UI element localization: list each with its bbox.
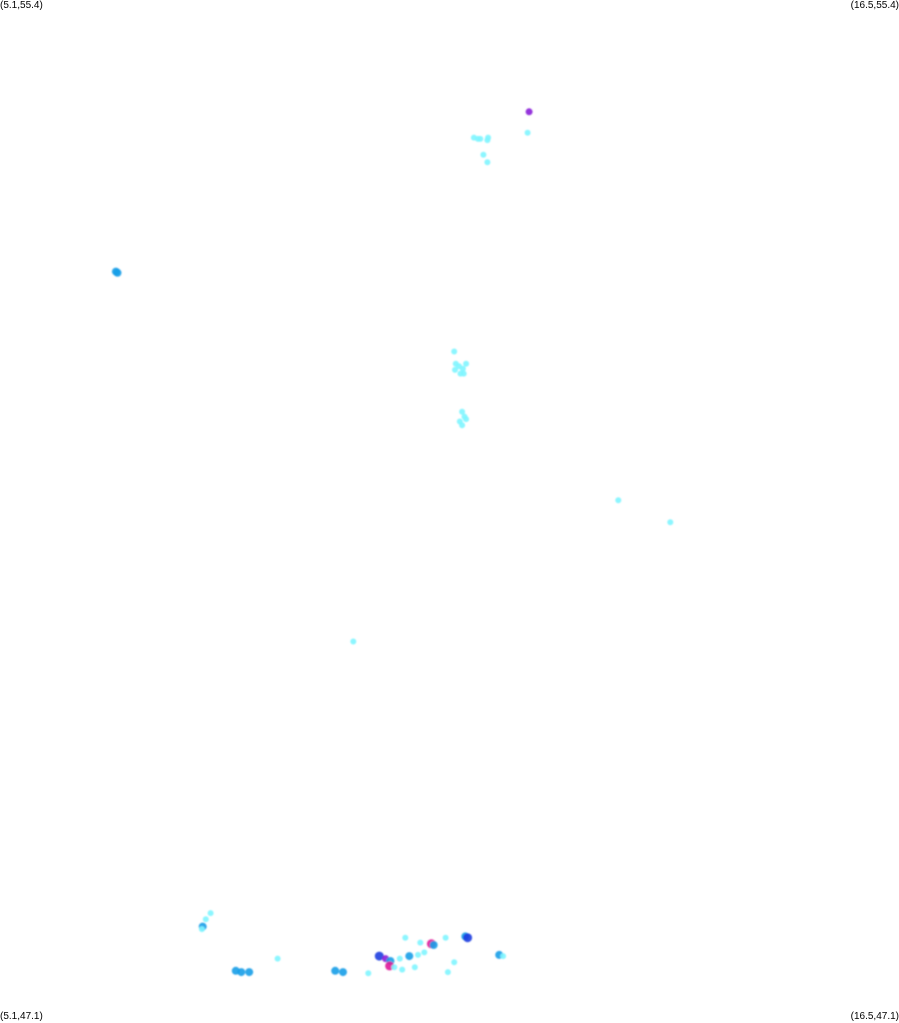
map-point-low [460,370,467,377]
map-point-low [207,910,214,917]
map-point-medium [237,968,246,977]
map-point-low [477,135,484,142]
map-point-low [459,422,466,429]
map-point-high [374,951,384,961]
map-point-low [417,939,424,946]
map-point-low [459,365,466,372]
map-point-medium [405,952,414,961]
map-point-medium [339,968,347,977]
map-point-low [485,134,492,141]
map-point-low [500,953,507,960]
map-point-low [391,964,398,971]
map-point-low [484,159,491,166]
map-point-low [524,129,531,136]
map-point-low [459,408,466,415]
map-point-low [463,416,470,423]
map-point-low [615,497,622,504]
map-point-very_high [525,108,533,116]
map-point-medium [113,268,122,277]
map-point-low [480,151,487,158]
corner-label-bottom-right: (16.5,47.1) [850,1011,899,1022]
map-point-high [463,933,473,943]
map-point-low [365,970,372,977]
map-point-low [463,360,470,367]
map-point-low [451,348,458,355]
map-point-low [202,916,209,923]
map-point-low [452,366,458,373]
map-point-low [667,519,674,526]
corner-label-top-right: (16.5,55.4) [850,0,899,11]
map-point-low [415,951,421,958]
map-point-low [442,934,449,941]
map-point-medium [429,941,438,949]
map-point-low [399,966,406,973]
corner-label-top-left: (5.1,55.4) [0,0,43,11]
map-point-low [198,926,205,933]
map-point-low [402,934,409,941]
map-point-low [421,949,428,956]
map-point-medium [331,966,340,975]
map-point-low [444,969,451,976]
map-point-low [274,955,281,962]
points-layer [111,108,674,977]
map-point-low [350,638,357,645]
map-point-low [396,955,403,962]
corner-label-bottom-left: (5.1,47.1) [0,1011,43,1022]
map-point-low [451,959,458,966]
map-point-medium [245,968,254,977]
map-point-low [411,964,418,971]
